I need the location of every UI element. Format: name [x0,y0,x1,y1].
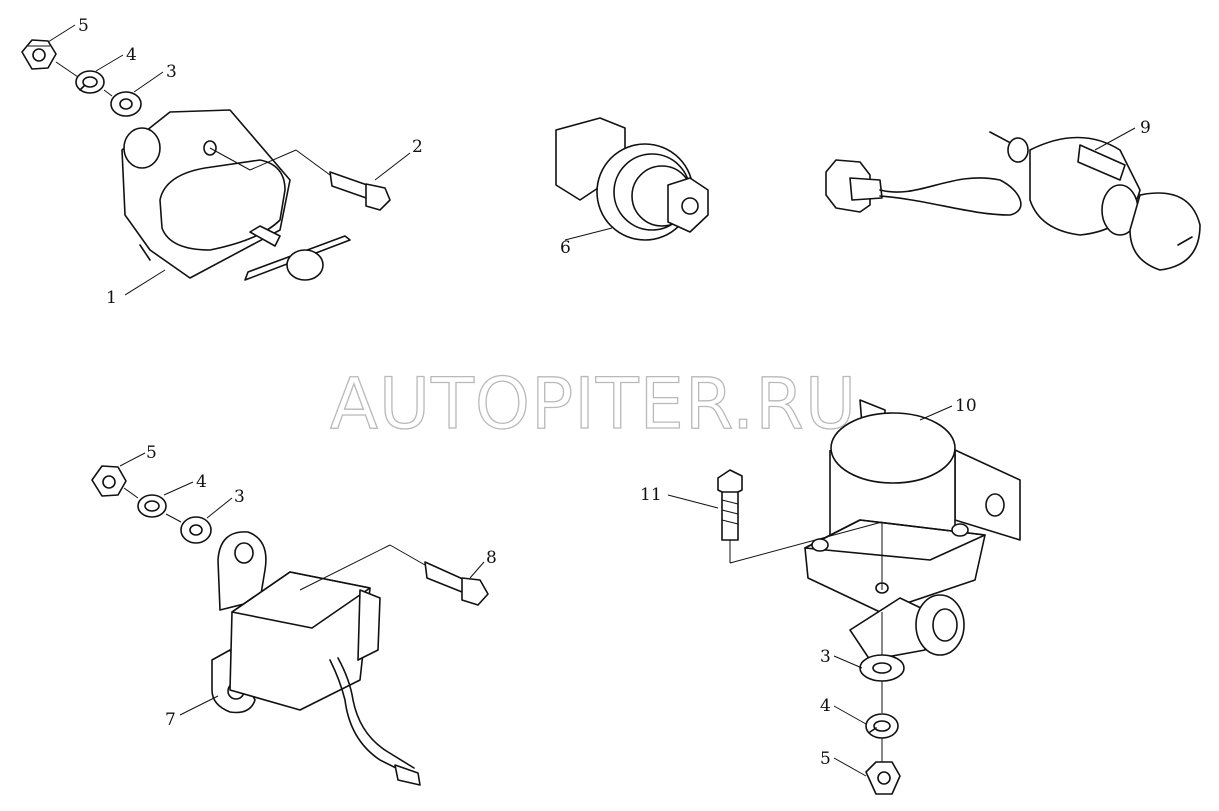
callout-3-right: 3 [820,647,831,667]
lock-washer-icon [865,713,899,739]
bolt-icon [424,561,489,606]
callout-5-left: 5 [146,443,157,463]
callout-11: 11 [640,485,662,505]
lock-washer-icon [137,494,167,518]
pressure-sensor-part [555,117,709,241]
mass-switch-part [121,109,351,281]
callout-3-left: 3 [234,487,245,507]
callout-10: 10 [955,396,977,416]
callout-5-right: 5 [820,749,831,769]
callout-4-left: 4 [196,472,207,492]
bolt-icon [329,171,391,211]
flat-washer-icon [859,654,905,682]
callout-2: 2 [412,137,423,157]
flat-washer-icon [110,91,142,117]
callout-7: 7 [165,710,176,730]
callout-4-right: 4 [820,696,831,716]
hex-nut-icon [91,465,127,497]
callout-4-top: 4 [126,45,137,65]
flat-washer-icon [180,516,212,544]
callout-6: 6 [560,238,571,258]
watermark: AUTOPITER.RU [330,363,857,445]
callout-9: 9 [1140,118,1151,138]
relay-part [211,531,421,786]
bolt-icon [717,469,743,541]
solenoid-valve-part [825,131,1201,271]
hex-nut-icon [21,39,57,70]
callout-3-top: 3 [166,62,177,82]
callout-8: 8 [486,548,497,568]
callout-1: 1 [106,288,117,308]
callout-5-top: 5 [78,16,89,36]
hex-nut-icon [865,761,901,795]
starter-relay-part [804,399,1021,661]
lock-washer-icon [75,70,105,94]
